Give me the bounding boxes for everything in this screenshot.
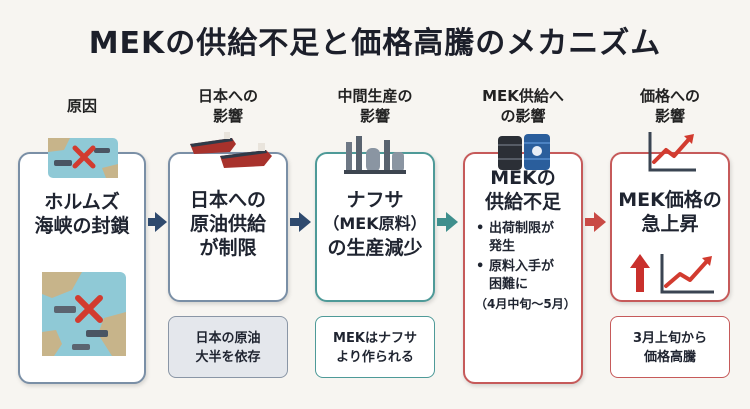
flow-arrow-4: [594, 212, 606, 232]
card-japan: 日本への原油供給が制限: [168, 152, 288, 302]
flow-arrow-1: [155, 212, 167, 232]
flow-arrow-1-stem: [148, 218, 156, 226]
blocked-ship-icon: [48, 138, 118, 178]
subbox-price: 3月上旬から価格高騰: [610, 316, 730, 378]
column-head-mek-supply: MEK供給への影響: [482, 87, 564, 125]
flow-arrow-2-stem: [290, 218, 300, 226]
column-head-japan: 日本への影響: [197, 87, 258, 125]
card-price: MEK価格の急上昇: [610, 152, 730, 302]
oil-barrels-icon: [498, 134, 550, 170]
page-title: MEKの供給不足と価格高騰のメカニズム: [88, 26, 662, 61]
rising-chart-icon: [648, 132, 696, 172]
card-cause-text: ホルムズ海峡の封鎖: [34, 191, 130, 237]
column-head-cause: 原因: [66, 97, 97, 115]
card-cause: ホルムズ海峡の封鎖: [18, 138, 146, 384]
tanker-ships-icon: [190, 132, 272, 168]
subbox-naphtha: MEKはナフサより作られる: [315, 316, 435, 378]
subbox-japan: 日本の原油大半を依存: [168, 316, 288, 378]
refinery-icon: [344, 136, 406, 174]
card-price-text: MEK価格の急上昇: [618, 189, 722, 235]
card-naphtha: ナフサ （MEK原料） の生産減少: [315, 152, 435, 302]
card-japan-text: 日本への原油供給が制限: [189, 189, 266, 259]
up-arrow-chart-icon: [630, 254, 714, 294]
column-head-intermediate: 中間生産の影響: [337, 87, 413, 125]
period-note: （4月中旬～5月）: [475, 297, 576, 311]
flow-arrow-3: [446, 212, 458, 232]
column-head-price: 価格への影響: [639, 87, 700, 125]
flow-arrow-4-stem: [585, 218, 595, 226]
card-naphtha-text: ナフサ （MEK原料） の生産減少: [323, 189, 427, 259]
flow-arrow-2: [299, 212, 311, 232]
strait-map-icon: [42, 272, 126, 356]
card-mek-supply-text: MEKの供給不足: [484, 167, 561, 213]
flow-arrow-3-stem: [437, 218, 447, 226]
